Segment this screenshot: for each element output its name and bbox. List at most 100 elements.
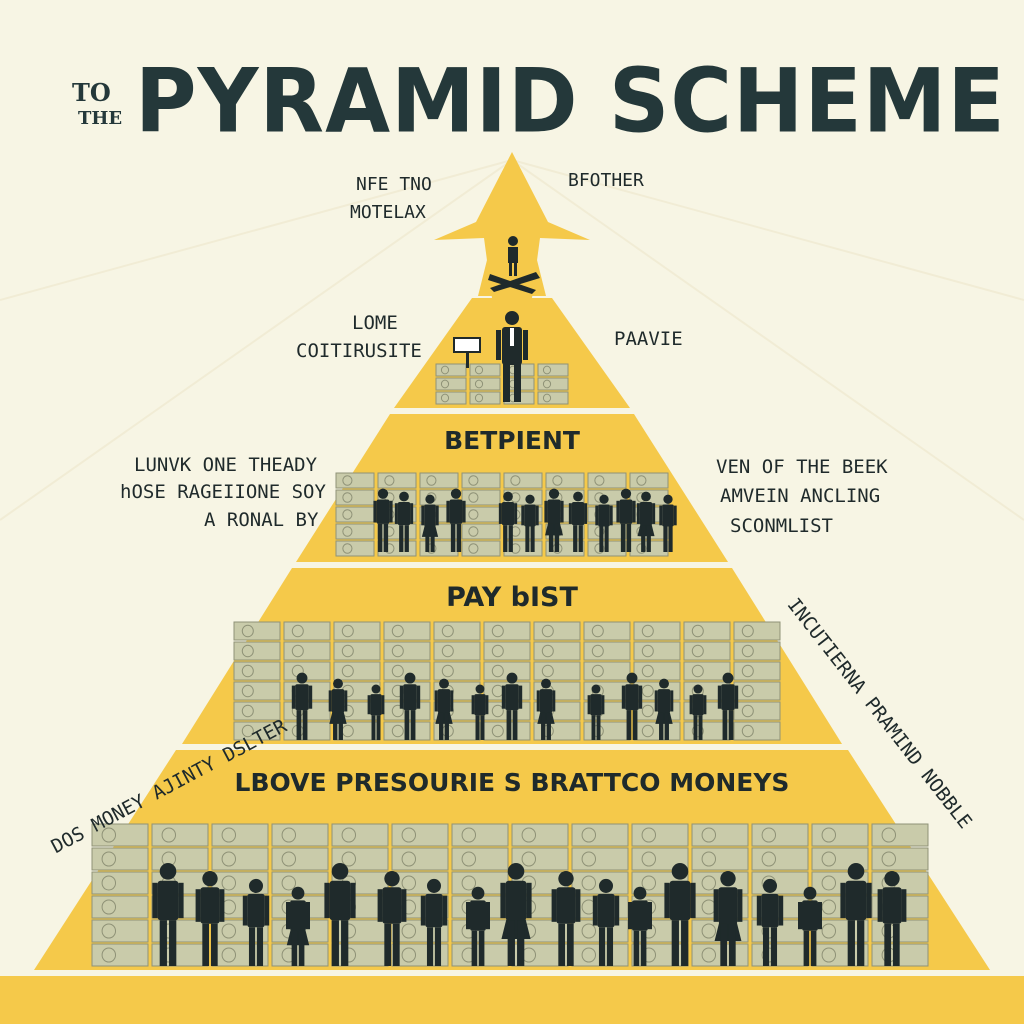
money-bill xyxy=(733,701,781,721)
money-bill xyxy=(233,721,281,741)
desk-sign-icon xyxy=(453,337,481,368)
money-bill xyxy=(283,661,331,681)
person-icon xyxy=(616,488,636,552)
money-bill xyxy=(233,701,281,721)
money-bill xyxy=(633,661,681,681)
money-bill xyxy=(233,621,281,641)
tier3-right-label-1: VEN OF THE BEEK xyxy=(716,456,888,478)
person-icon xyxy=(377,870,407,966)
money-bill xyxy=(91,871,149,895)
money-bill xyxy=(433,641,481,661)
money-bill xyxy=(583,641,631,661)
money-bill xyxy=(537,377,569,391)
money-bill xyxy=(151,847,209,871)
person-icon xyxy=(501,672,523,740)
person-icon xyxy=(568,491,588,552)
person-icon xyxy=(551,870,581,966)
money-bill xyxy=(691,847,749,871)
background-rays xyxy=(0,159,1024,521)
person-icon xyxy=(152,863,184,966)
money-bill xyxy=(511,823,569,847)
title-small-the: THE xyxy=(78,108,123,129)
money-bill xyxy=(461,540,501,557)
person-icon xyxy=(840,863,872,966)
money-bill xyxy=(333,661,381,681)
money-bill xyxy=(733,661,781,681)
money-bill xyxy=(91,919,149,943)
money-bill xyxy=(587,472,627,489)
money-bill xyxy=(91,943,149,967)
money-bill xyxy=(533,721,581,741)
person-icon xyxy=(373,488,393,552)
money-bill xyxy=(233,681,281,701)
money-bill xyxy=(383,641,431,661)
money-bill xyxy=(461,506,501,523)
money-bill xyxy=(533,661,581,681)
money-bill xyxy=(333,641,381,661)
tier3-left-label-3: A RONAL BY xyxy=(204,509,319,531)
money-bill xyxy=(751,847,809,871)
person-icon xyxy=(367,684,385,740)
person-icon xyxy=(664,863,696,966)
money-bill xyxy=(91,823,149,847)
money-bill xyxy=(91,847,149,871)
money-bill xyxy=(383,661,431,681)
tier2-left-label-2: COITIRUSITE xyxy=(296,340,422,362)
apex-spike xyxy=(434,152,590,298)
money-bill xyxy=(331,847,389,871)
person-icon xyxy=(592,878,620,966)
money-bill xyxy=(733,681,781,701)
money-bill xyxy=(451,847,509,871)
money-bill xyxy=(91,895,149,919)
money-bill xyxy=(469,363,501,377)
person-icon xyxy=(471,684,489,740)
money-bill xyxy=(433,621,481,641)
money-bill xyxy=(503,472,543,489)
person-icon xyxy=(434,678,454,740)
money-bill xyxy=(335,489,375,506)
person-icon xyxy=(717,672,739,740)
person-icon xyxy=(195,870,225,966)
tier3-left-label-1: LUNVK ONE THEADY xyxy=(134,454,318,476)
person-icon xyxy=(500,863,532,966)
tier3-heading: BETPIENT xyxy=(444,426,580,455)
top-figure-icon xyxy=(488,236,540,294)
person-icon xyxy=(877,870,907,966)
person-icon xyxy=(689,684,707,740)
tier3-right-label-3: SCONMLIST xyxy=(730,515,833,537)
tier2-right-label: PAAVIE xyxy=(614,328,683,350)
money-bill xyxy=(633,641,681,661)
money-bill xyxy=(733,721,781,741)
tier3-left-label-2: hOSE RAGEIIONE SOY xyxy=(120,481,326,503)
money-bill xyxy=(533,621,581,641)
money-bill xyxy=(469,377,501,391)
money-bill xyxy=(469,391,501,405)
money-bill xyxy=(331,943,389,967)
money-bill xyxy=(751,943,809,967)
money-bill xyxy=(511,847,569,871)
money-bill xyxy=(631,943,689,967)
money-bill xyxy=(383,621,431,641)
money-bill xyxy=(377,472,417,489)
person-icon xyxy=(654,678,674,740)
money-bill xyxy=(683,621,731,641)
person-icon xyxy=(286,886,310,966)
money-bill xyxy=(333,621,381,641)
person-icon xyxy=(521,494,539,552)
person-icon xyxy=(291,672,313,740)
title-small-to: TO xyxy=(72,78,111,107)
person-icon xyxy=(595,494,613,552)
money-bill xyxy=(435,377,467,391)
people-silhouettes xyxy=(152,488,907,966)
money-bill xyxy=(331,919,389,943)
money-bill xyxy=(811,823,869,847)
money-bill xyxy=(435,363,467,377)
money-bill xyxy=(631,847,689,871)
person-icon xyxy=(421,494,439,552)
money-bill xyxy=(871,847,929,871)
money-bill xyxy=(751,871,809,895)
person-icon xyxy=(242,878,270,966)
person-icon xyxy=(798,886,822,966)
money-bill xyxy=(629,472,669,489)
